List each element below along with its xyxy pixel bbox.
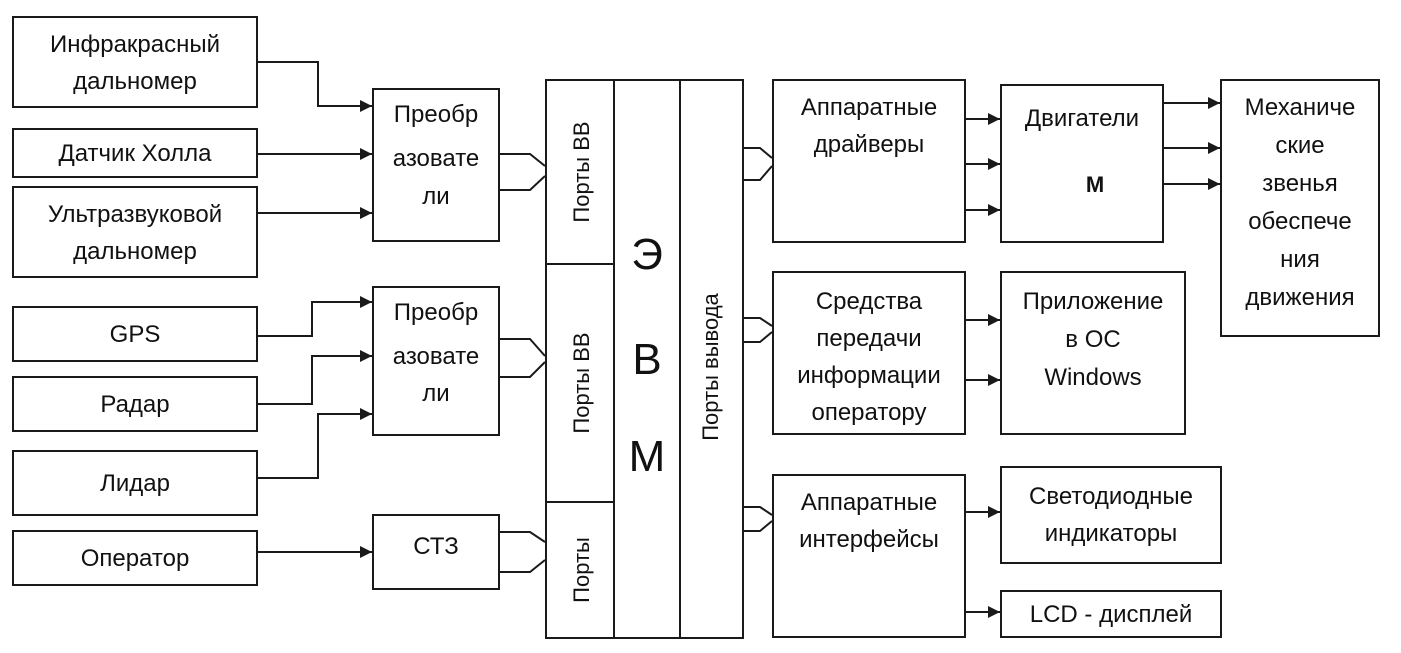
operator-info-means: Средства передачи информации оператору xyxy=(772,271,966,435)
engines-label: Двигатели xyxy=(1024,105,1140,132)
bus-arrow-stz-bottom xyxy=(500,559,546,573)
hardware-interfaces-label-2: интерфейсы xyxy=(799,526,939,553)
converter-mid-label-3: ли xyxy=(422,380,450,407)
mech-label-6: движения xyxy=(1245,284,1355,311)
sensor-operator-label: Оператор xyxy=(80,545,190,572)
evm-core: Э В М xyxy=(613,79,681,639)
bus-arrow-converter2-top xyxy=(500,338,546,357)
info-means-label-2: передачи xyxy=(816,325,922,352)
mech-label-5: ния xyxy=(1280,246,1320,273)
arrow-gps-to-converter xyxy=(258,296,372,337)
mechanical-links: Механиче ские звенья обеспече ния движен… xyxy=(1220,79,1380,337)
sensor-ir-label-1: Инфракрасный xyxy=(49,31,221,58)
hardware-drivers-label-2: драйверы xyxy=(813,131,925,158)
arrow-ir-to-converter xyxy=(258,61,372,112)
evm-port-io-top: Порты ВВ xyxy=(545,79,615,265)
info-means-label-3: информации xyxy=(797,362,941,389)
motor-symbol-label: М xyxy=(1085,172,1105,197)
evm-port-io-top-label: Порты ВВ xyxy=(569,121,594,223)
windows-app-label-2: в ОС xyxy=(1065,326,1121,353)
hardware-interfaces-label-1: Аппаратные xyxy=(800,489,938,516)
sensor-ir-label-2: дальномер xyxy=(73,68,197,95)
evm-letter-v: В xyxy=(632,335,662,384)
windows-app-label-3: Windows xyxy=(1044,364,1142,391)
bus-arrow-stz-top xyxy=(500,531,546,543)
bus-arrow-to-drivers-top xyxy=(744,147,773,159)
led-indicators: Светодиодные индикаторы xyxy=(1000,466,1222,564)
bus-arrow-to-drivers-bottom xyxy=(744,165,773,181)
info-means-label-4: оператору xyxy=(811,399,927,426)
bus-arrow-to-iface-top xyxy=(744,506,773,516)
windows-app: Приложение в ОС Windows xyxy=(1000,271,1186,435)
hardware-drivers: Аппаратные драйверы xyxy=(772,79,966,243)
sensor-ultrasonic-rangefinder: Ультразвуковой дальномер xyxy=(12,186,258,278)
engines: Двигатели xyxy=(1000,84,1164,243)
bus-arrow-converter1-bottom xyxy=(500,175,546,191)
bus-arrow-converter1-top xyxy=(500,153,546,167)
sensor-us-label-2: дальномер xyxy=(73,238,197,265)
sensor-lidar: Лидар xyxy=(12,450,258,516)
hardware-interfaces: Аппаратные интерфейсы xyxy=(772,474,966,638)
stz-block: СТЗ xyxy=(372,514,500,590)
evm-port-bottom: Порты xyxy=(545,501,615,639)
info-means-label-1: Средства xyxy=(815,288,923,315)
converter-top-label-3: ли xyxy=(422,183,450,210)
evm-port-io-middle-label: Порты ВВ xyxy=(569,332,594,434)
sensor-ir-rangefinder: Инфракрасный дальномер xyxy=(12,16,258,108)
bus-arrow-to-info-top xyxy=(744,317,773,327)
evm-output-ports: Порты вывода xyxy=(679,79,744,639)
lcd-display: LCD - дисплей xyxy=(1000,590,1222,638)
evm-output-ports-label: Порты вывода xyxy=(698,293,723,441)
evm-letter-e: Э xyxy=(631,230,663,279)
stz-label: СТЗ xyxy=(413,533,459,560)
arrow-lidar-to-converter xyxy=(258,408,372,479)
converter-top-label-2: азовате xyxy=(392,145,480,172)
mech-label-4: обеспече xyxy=(1248,208,1352,235)
led-indicators-label-2: индикаторы xyxy=(1044,520,1178,547)
arrow-radar-to-converter xyxy=(258,350,372,405)
sensor-hall: Датчик Холла xyxy=(12,128,258,178)
evm-port-bottom-label: Порты xyxy=(569,537,594,603)
sensor-radar-label: Радар xyxy=(100,391,170,418)
converter-mid-label-1: Преобр xyxy=(393,299,479,326)
converter-middle: Преобр азовате ли xyxy=(372,286,500,436)
led-indicators-label-1: Светодиодные xyxy=(1029,483,1193,510)
sensor-radar: Радар xyxy=(12,376,258,432)
mech-label-2: ские xyxy=(1275,132,1325,159)
bus-arrow-to-iface-bottom xyxy=(744,520,773,532)
bus-arrow-to-info-bottom xyxy=(744,331,773,343)
sensor-hall-label: Датчик Холла xyxy=(58,140,212,167)
sensor-us-label-1: Ультразвуковой xyxy=(47,201,223,228)
converter-top-label-1: Преобр xyxy=(393,101,479,128)
hardware-drivers-label-1: Аппаратные xyxy=(800,94,938,121)
converter-top: Преобр азовате ли xyxy=(372,88,500,242)
converter-mid-label-2: азовате xyxy=(392,343,480,370)
sensor-gps-label: GPS xyxy=(109,321,161,348)
sensor-lidar-label: Лидар xyxy=(100,470,170,497)
sensor-operator: Оператор xyxy=(12,530,258,586)
mech-label-3: звенья xyxy=(1262,170,1338,197)
lcd-display-label: LCD - дисплей xyxy=(1029,601,1193,628)
mech-label-1: Механиче xyxy=(1244,94,1356,121)
evm-letter-m: М xyxy=(628,432,666,481)
sensor-gps: GPS xyxy=(12,306,258,362)
bus-arrow-converter2-bottom xyxy=(500,361,546,378)
evm-port-io-middle: Порты ВВ xyxy=(545,263,615,503)
windows-app-label-1: Приложение xyxy=(1022,288,1164,315)
